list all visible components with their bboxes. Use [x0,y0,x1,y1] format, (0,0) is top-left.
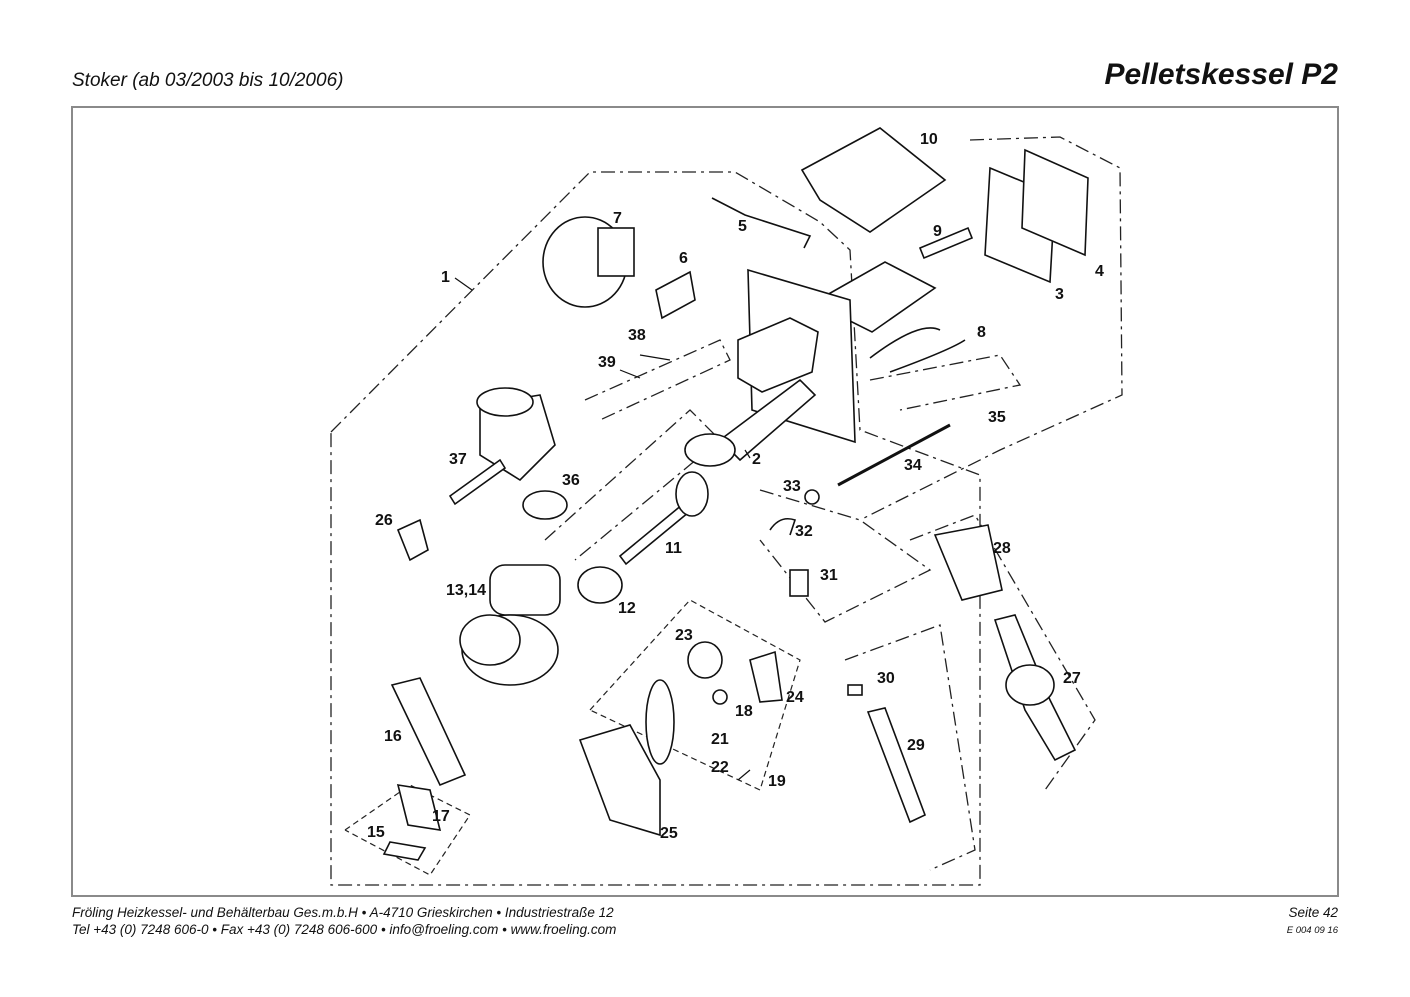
assembly-boundaries [330,136,1123,886]
callout-8: 8 [977,324,986,341]
callout-38: 38 [628,327,646,344]
callout-18: 18 [735,703,753,720]
callout-12: 12 [618,600,636,617]
callout-24: 24 [786,689,804,706]
part-shapes [382,127,1089,861]
callout-33: 33 [783,478,801,495]
sensor-31-part [789,569,809,597]
valve-gasket-part [522,490,568,520]
callout-29: 29 [907,737,925,754]
pin-part [918,226,974,260]
pin-30-part [847,684,863,696]
callout-labels: 1 2 3 4 5 6 7 8 9 10 11 12 13,14 15 16 1… [367,131,1104,842]
nut-18-part [712,689,728,705]
diagram-frame [71,106,1339,897]
callout-1: 1 [441,269,450,286]
blower-gasket-part [655,270,696,320]
footer-company-line: Fröling Heizkessel- und Behälterbau Ges.… [72,905,614,920]
callout-26: 26 [375,512,393,529]
igniter-collar-part [1005,664,1055,706]
callout-25: 25 [660,825,678,842]
callout-9: 9 [933,223,942,240]
callout-28: 28 [993,540,1011,557]
gearbox-cover-part [459,614,521,666]
callout-34: 34 [904,457,922,474]
callout-31: 31 [820,567,838,584]
callout-3: 3 [1055,286,1064,303]
document-title: Pelletskessel P2 [1104,58,1338,91]
hopper-cover-part [800,127,947,233]
callout-7: 7 [613,210,622,227]
callout-15: 15 [367,824,385,841]
valve-shaft-part [448,458,507,506]
document-subtitle: Stoker (ab 03/2003 bis 10/2006) [72,70,344,91]
mount-plate-part [390,677,467,787]
rod-part [837,423,951,487]
callout-30: 30 [877,670,895,687]
callout-23: 23 [675,627,693,644]
motor-part [489,564,561,616]
mesh-filter-part [933,524,1003,601]
hose-part [869,327,966,373]
sub-assembly-boundaries [344,599,801,876]
plate-15-part [382,841,427,861]
sprocket-part [687,641,723,679]
callout-35: 35 [988,409,1006,426]
callout-4: 4 [1095,263,1104,280]
footer-contact-line: Tel +43 (0) 7248 606-0 • Fax +43 (0) 724… [72,922,617,937]
callout-16: 16 [384,728,402,745]
elbow-part [769,517,797,536]
tube-29-part [866,707,927,824]
chain-cover-part [578,724,661,837]
bracket-17-part [396,784,442,831]
rotary-valve-inlet-part [476,387,534,417]
callout-10: 10 [920,131,938,148]
callout-13-14: 13,14 [446,582,486,599]
callout-5: 5 [738,218,747,235]
chain-part [645,679,675,765]
bracket-part [711,197,812,249]
callout-22: 22 [711,759,729,776]
callout-32: 32 [795,523,813,540]
callout-21: 21 [711,731,729,748]
footer-document-code: E 004 09 16 [1286,925,1338,936]
callout-11: 11 [665,540,682,557]
screw-flange-part [675,471,709,517]
footer-page-number: Seite 42 [1288,905,1338,920]
plate-4-part [1021,148,1089,257]
callout-36: 36 [562,472,580,489]
sensor-part [749,650,783,703]
callout-17: 17 [432,808,450,825]
feed-tube-flange-part [684,433,736,467]
coupling-part [396,518,429,562]
callout-6: 6 [679,250,688,267]
gear-box-part [737,317,819,393]
motor-flange-part [577,566,623,604]
callout-19: 19 [768,773,786,790]
callout-27: 27 [1063,670,1081,687]
callout-2: 2 [752,451,761,468]
leader-lines [454,277,751,781]
callout-39: 39 [598,354,616,371]
blower-flange-part [597,227,635,277]
callout-37: 37 [449,451,467,468]
nut-33-part [804,489,820,505]
